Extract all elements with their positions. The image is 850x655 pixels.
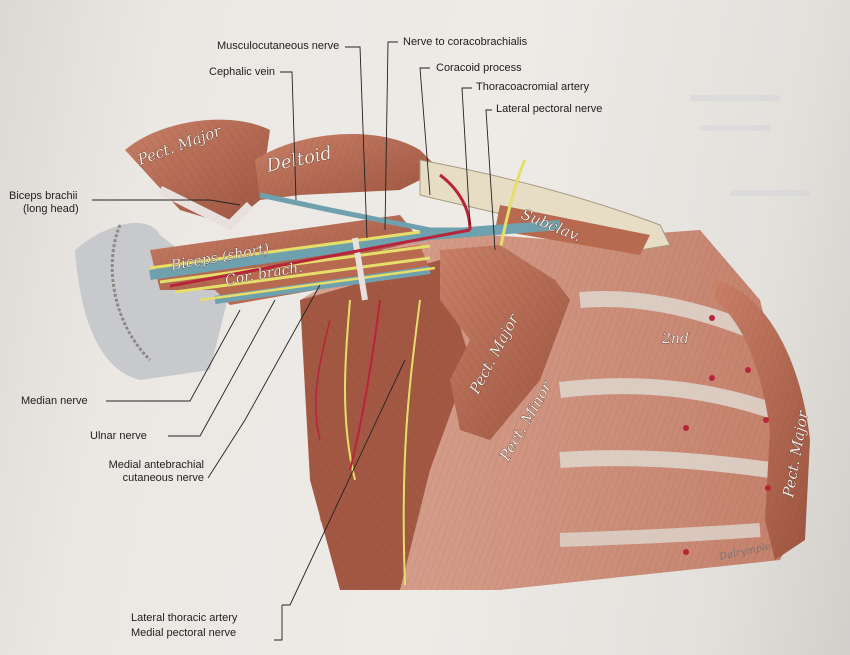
label-coracoid-process: Coracoid process <box>436 62 522 74</box>
label-biceps-brachii: Biceps brachii <box>9 190 78 202</box>
axillary-region <box>300 260 470 590</box>
label-cephalic-vein: Cephalic vein <box>209 66 276 78</box>
pectoralis-major-right <box>715 280 810 560</box>
pectoralis-major-reflected-flap <box>440 245 570 440</box>
label-lateral-pectoral-nerve: Lateral pectoral nerve <box>496 103 603 115</box>
label-median-nerve: Median nerve <box>21 395 88 407</box>
label-lateral-thoracic-artery: Lateral thoracic artery <box>131 612 238 624</box>
label-biceps-long-head: (long head) <box>23 203 79 215</box>
label-medial-antebrachial: Medial antebrachial <box>108 459 204 471</box>
coracobrachialis <box>200 245 430 305</box>
label-thoracoacromial-artery: Thoracoacromial artery <box>476 81 590 93</box>
deltoid <box>255 133 440 200</box>
neurovascular-bundle <box>149 159 561 586</box>
pectoralis-major-top-flap <box>125 119 270 231</box>
ribs <box>559 291 773 547</box>
label-ulnar-nerve: Ulnar nerve <box>90 430 147 442</box>
subclavius <box>495 205 650 255</box>
intercostal-vessels <box>683 315 771 555</box>
cephalic-vein <box>259 192 520 233</box>
faded-text-line <box>700 125 770 131</box>
label-musculocutaneous-nerve: Musculocutaneous nerve <box>217 40 340 52</box>
label-nerve-to-coracobrachialis: Nerve to coracobrachialis <box>403 36 528 48</box>
faded-text-line <box>690 95 780 101</box>
label-medial-pectoral-nerve: Medial pectoral nerve <box>131 627 237 639</box>
tag-rib-2nd: 2nd <box>661 331 689 347</box>
label-cutaneous-nerve: cutaneous nerve <box>122 472 204 484</box>
faded-text-line <box>730 190 810 196</box>
leader-lines <box>92 41 496 641</box>
